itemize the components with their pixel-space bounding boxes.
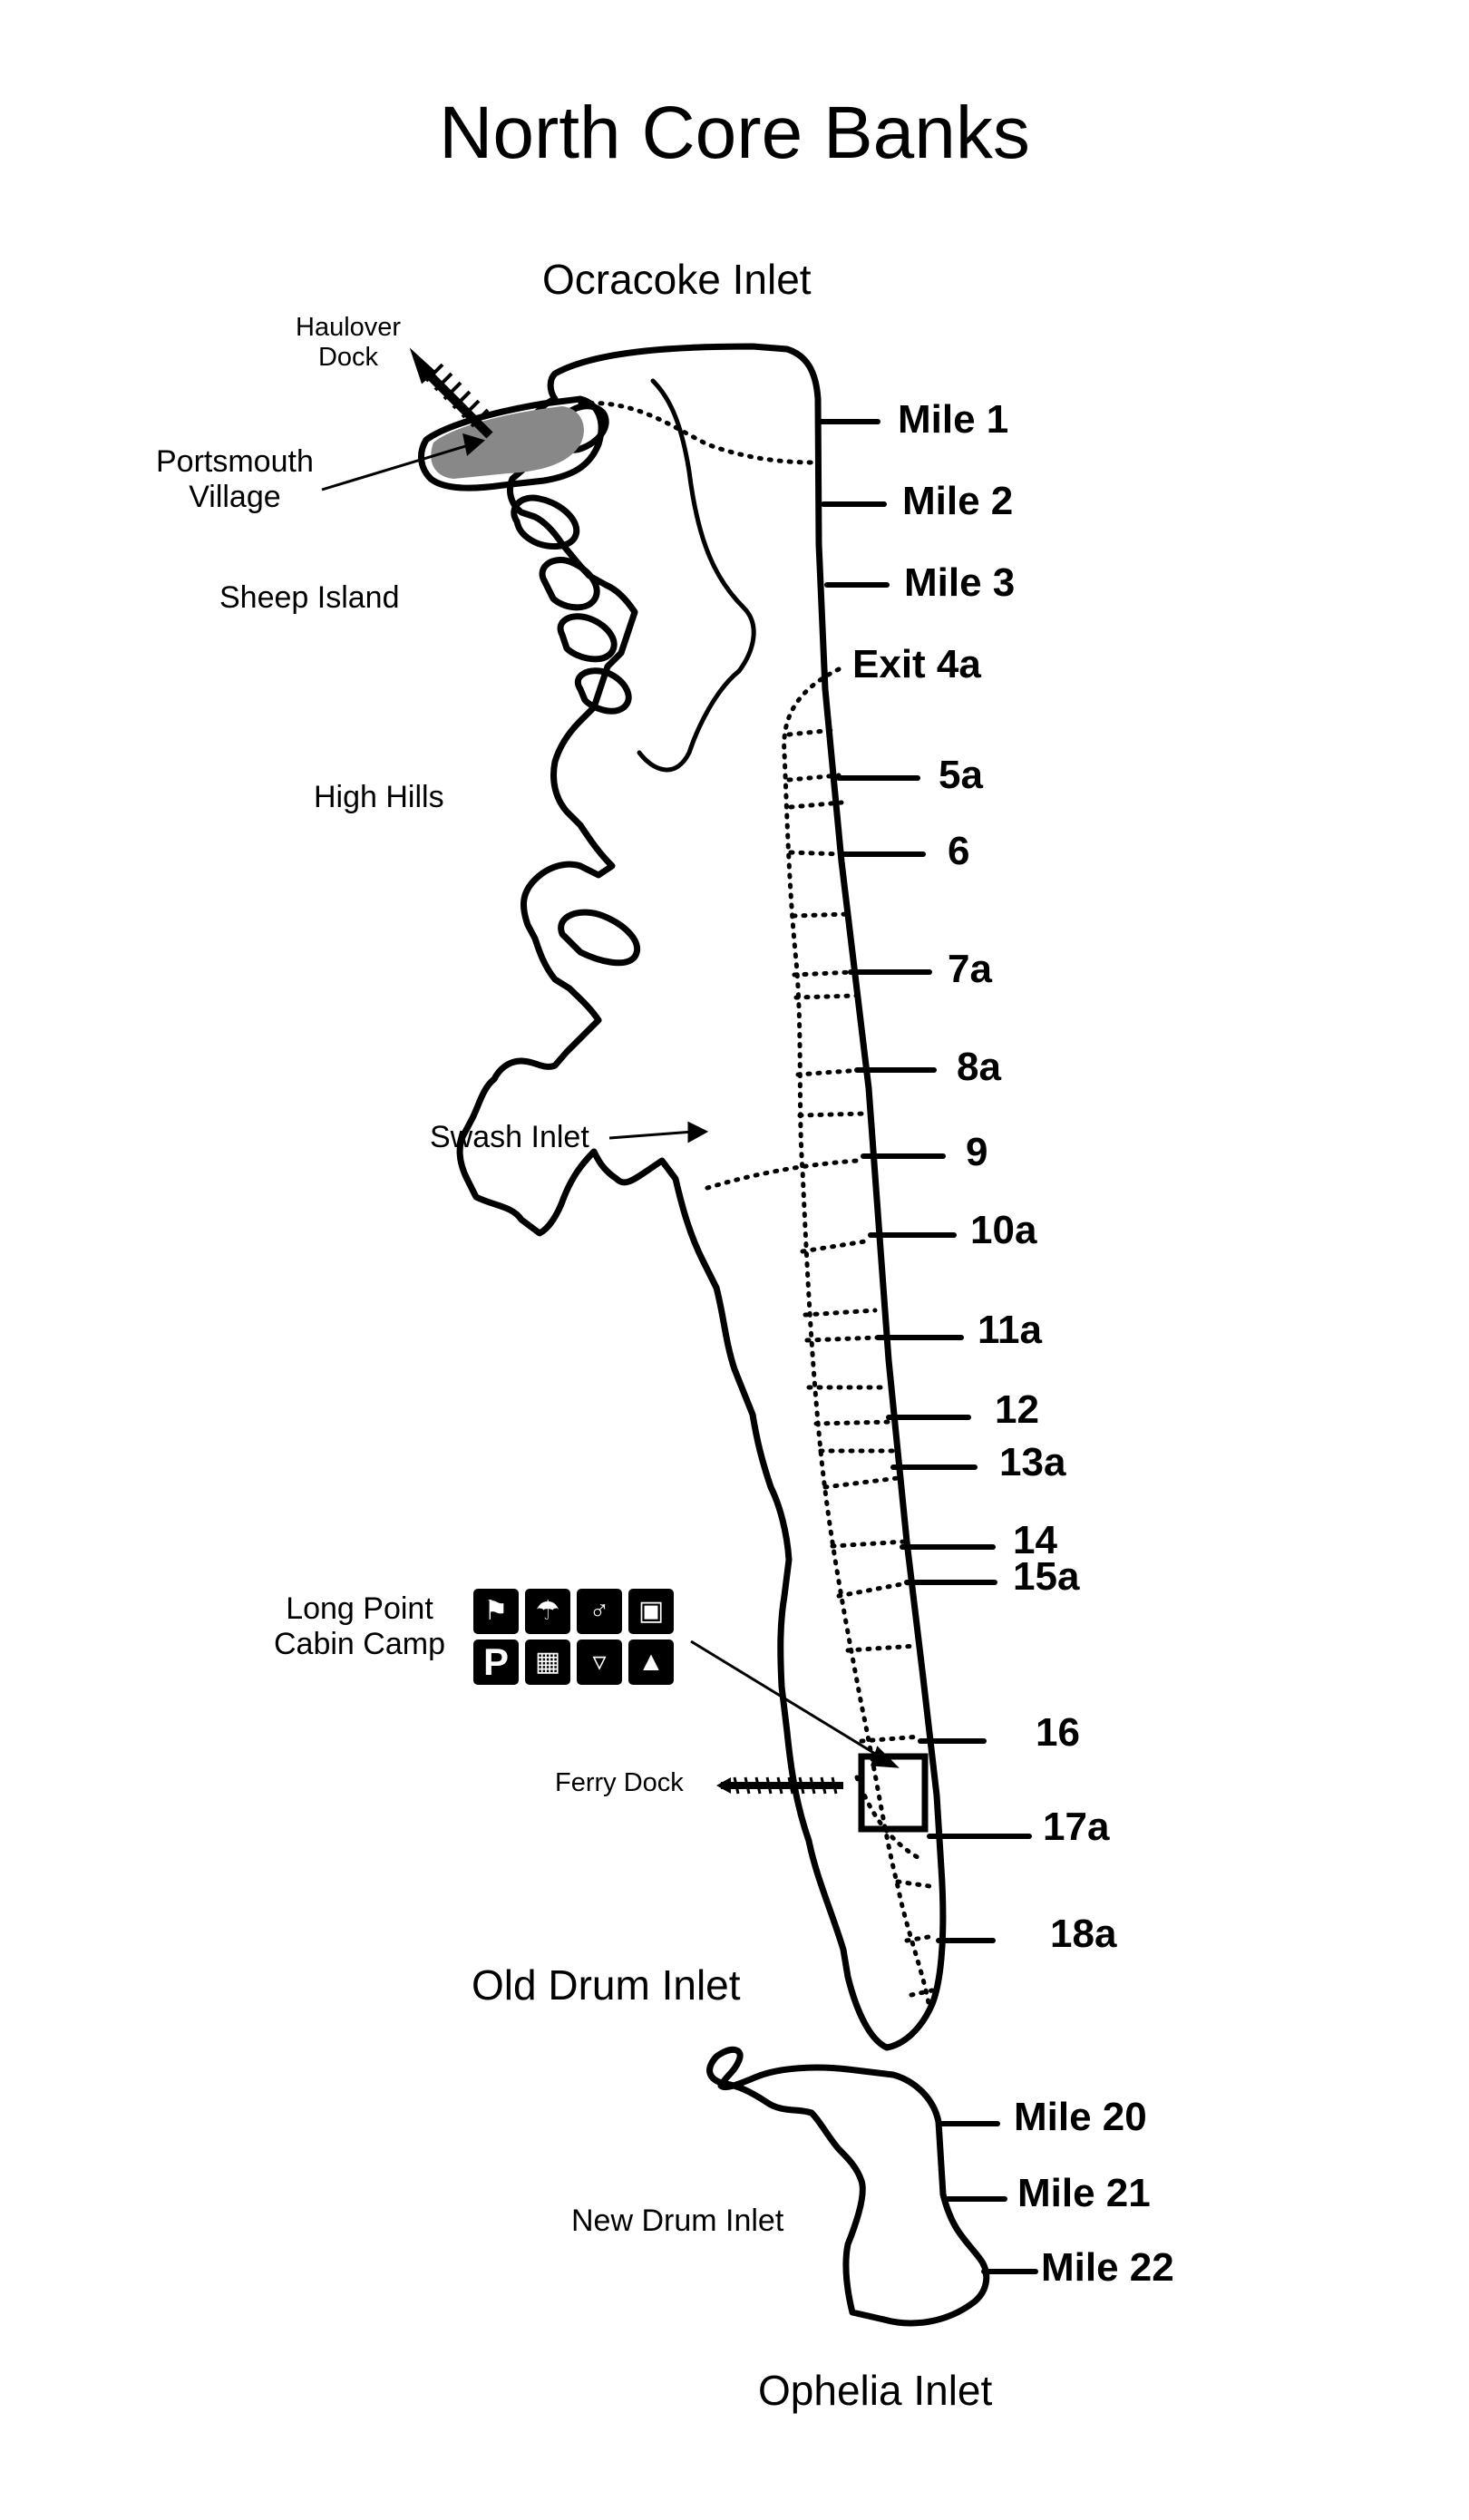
mile-marker-13a: 13a (999, 1440, 1066, 1484)
drinking-water-icon: ▿ (577, 1639, 622, 1685)
mile-marker-5a: 5a (939, 753, 983, 797)
mile-marker-9: 9 (966, 1130, 988, 1174)
mile-marker-15a: 15a (1013, 1554, 1080, 1599)
label-old-drum-inlet: Old Drum Inlet (472, 1961, 741, 2009)
picnic-shelter-icon: ▲ (628, 1639, 674, 1685)
label-sheep-island: Sheep Island (219, 580, 400, 615)
mile-marker-7a: 7a (948, 947, 992, 991)
mile-marker-3: Mile 3 (904, 560, 1016, 605)
mile-marker-8a: 8a (957, 1045, 1001, 1089)
label-ocracoke-inlet: Ocracoke Inlet (542, 256, 812, 303)
mile-marker-2: Mile 2 (902, 479, 1014, 523)
parking-icon: P (473, 1639, 519, 1685)
sound-shore-inner (637, 668, 742, 773)
cabin-camp-box (858, 1753, 929, 1833)
label-long-point-cabin-camp: Long Point Cabin Camp (274, 1591, 445, 1662)
amenity-icons: ⚑ ☂ ♂ ▣ P ▦ ▿ ▲ (473, 1589, 675, 1687)
lodging-icon: ▣ (628, 1589, 674, 1634)
mile-marker-22: Mile 22 (1041, 2245, 1174, 2290)
map-title: North Core Banks (439, 92, 1030, 174)
label-haulover-dock: Haulover Dock (296, 313, 402, 373)
restroom-icon: ♂ (577, 1589, 622, 1634)
mile-marker-11a: 11a (978, 1308, 1042, 1352)
rinse-shower-icon: ☂ (525, 1589, 570, 1634)
mile-marker-exit-4a: Exit 4a (852, 642, 981, 686)
mile-marker-10a: 10a (970, 1208, 1037, 1252)
mile-marker-20: Mile 20 (1014, 2095, 1147, 2139)
mile-marker-18a: 18a (1050, 1912, 1117, 1956)
ferry-dock-arrow (716, 1776, 843, 1795)
label-ophelia-inlet: Ophelia Inlet (758, 2367, 993, 2414)
portsmouth-shore (418, 395, 605, 491)
ranger-station-icon: ⚑ (473, 1589, 519, 1634)
trail-mile1 (578, 400, 817, 465)
swash-pointer (608, 1130, 695, 1140)
south-island-outline (706, 2046, 990, 2327)
mile-marker-1: Mile 1 (898, 397, 1009, 442)
haulover-dock-arrow (409, 347, 493, 439)
north-island-outline (456, 343, 947, 2051)
label-ferry-dock: Ferry Dock (555, 1768, 684, 1797)
mile-marker-21: Mile 21 (1017, 2171, 1151, 2215)
label-new-drum-inlet: New Drum Inlet (571, 2204, 784, 2238)
label-portsmouth-village: Portsmouth Village (156, 444, 314, 515)
mile-marker-12: 12 (995, 1387, 1039, 1432)
mile-marker-17a: 17a (1043, 1805, 1110, 1849)
mile-ticks (818, 419, 1038, 2274)
dune-ridge (650, 378, 756, 674)
cross-trails (786, 727, 937, 1998)
portsmouth-village-area (431, 406, 584, 479)
portsmouth-pointer (321, 443, 472, 491)
store-icon: ▦ (525, 1639, 570, 1685)
trail-swash (705, 1158, 860, 1191)
label-swash-inlet: Swash Inlet (430, 1120, 589, 1154)
mile-marker-16: 16 (1036, 1710, 1080, 1755)
label-high-hills: High Hills (314, 780, 444, 814)
mile-marker-14: 14 (1013, 1518, 1057, 1562)
mile-marker-6: 6 (948, 829, 970, 873)
cabin-camp-pointer (690, 1639, 885, 1761)
